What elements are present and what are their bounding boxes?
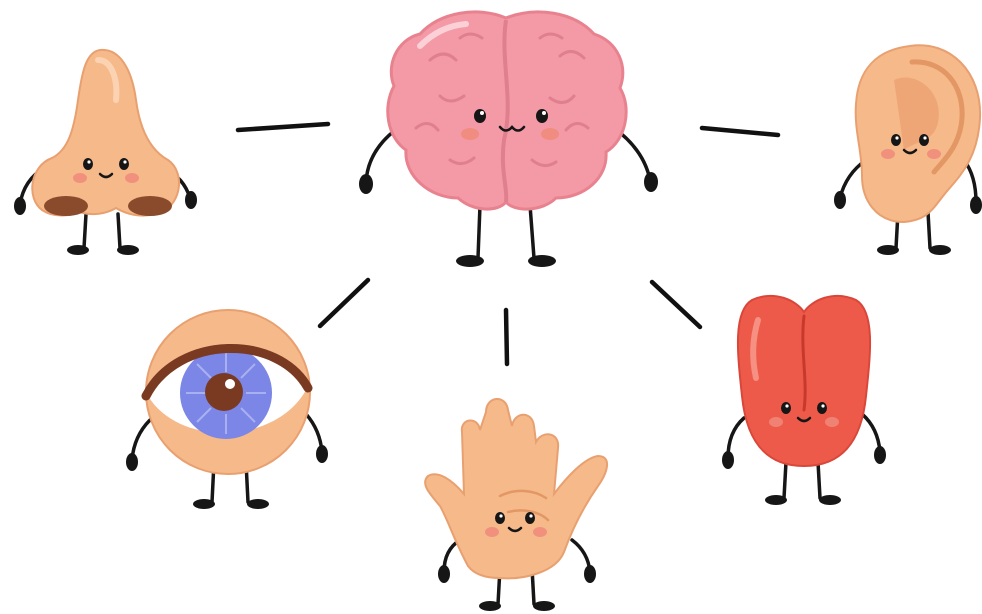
ear-icon [834,45,982,255]
connector-nose [238,124,328,130]
tongue-icon [722,296,886,505]
hand-icon [425,399,607,611]
connector-tongue [652,282,700,327]
connector-ear [702,128,778,135]
connector-hand [506,310,507,364]
connector-eye [320,280,368,326]
nose-icon [14,50,197,255]
eye-icon [126,310,328,509]
brain-icon [359,12,658,267]
